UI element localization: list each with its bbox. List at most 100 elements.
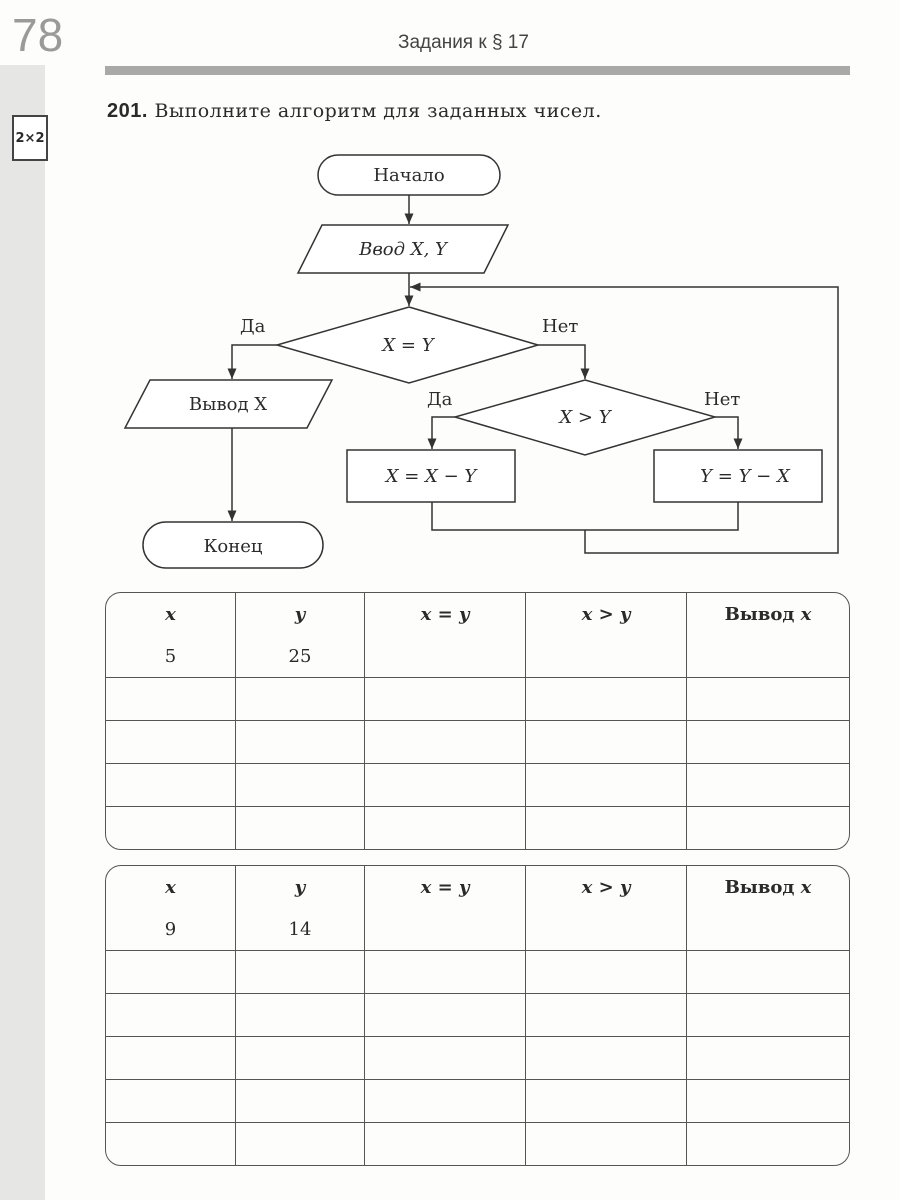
table-cell[interactable] <box>686 635 849 678</box>
table-row <box>106 1079 849 1123</box>
table-cell[interactable] <box>686 677 849 721</box>
table-cell[interactable] <box>235 1036 365 1080</box>
condition-greater <box>452 379 718 456</box>
table-cell[interactable] <box>364 720 526 764</box>
loop-back-line <box>410 282 839 554</box>
table-cell[interactable] <box>235 993 365 1037</box>
table-cell[interactable] <box>525 1079 687 1123</box>
table-cell[interactable] <box>364 763 526 807</box>
table-cell[interactable] <box>235 950 365 994</box>
header-x: x <box>106 593 236 635</box>
condition-greater-label: X > Y <box>557 407 612 428</box>
table-cell[interactable] <box>235 720 365 764</box>
header-output-var: x <box>800 876 812 898</box>
table-cell[interactable] <box>235 1122 365 1165</box>
header-equal: x = y <box>364 593 526 635</box>
merge-line <box>431 502 739 531</box>
table-cell[interactable] <box>364 677 526 721</box>
table-cell[interactable] <box>364 908 526 951</box>
margin-strip <box>0 65 45 1200</box>
table-cell[interactable] <box>686 1079 849 1123</box>
table-header: x y x = y x > y Вывод x <box>106 593 849 635</box>
output-label: Вывод X <box>189 394 267 415</box>
table-cell[interactable] <box>106 993 236 1037</box>
table-cell[interactable] <box>106 720 236 764</box>
table-cell[interactable]: 9 <box>106 908 236 951</box>
header-greater: x > y <box>525 866 687 908</box>
table-cell[interactable] <box>364 993 526 1037</box>
table-row <box>106 763 849 807</box>
pair-work-badge: 2×2 <box>12 115 48 161</box>
header-output-label: Вывод <box>724 876 795 898</box>
table-cell[interactable] <box>525 720 687 764</box>
table-cell[interactable] <box>364 950 526 994</box>
input-label: Ввод X, Y <box>358 239 449 260</box>
assign-y-label: Y = Y − X <box>700 466 791 487</box>
table-cell[interactable] <box>364 1079 526 1123</box>
table-cell[interactable] <box>686 1122 849 1165</box>
table-cell[interactable] <box>364 806 526 849</box>
table-cell[interactable] <box>686 908 849 951</box>
yes-label: Да <box>240 316 266 337</box>
table-cell[interactable] <box>235 763 365 807</box>
no-label: Нет <box>542 316 578 337</box>
assign-x-block <box>346 449 516 503</box>
table-cell[interactable]: 25 <box>235 635 365 678</box>
table-cell[interactable] <box>106 1122 236 1165</box>
table-cell[interactable] <box>525 950 687 994</box>
table-cell[interactable] <box>686 806 849 849</box>
table-cell[interactable] <box>106 763 236 807</box>
table-cell[interactable] <box>364 1122 526 1165</box>
table-row <box>106 1036 849 1080</box>
header-equal: x = y <box>364 866 526 908</box>
table-cell[interactable] <box>364 1036 526 1080</box>
table-cell[interactable] <box>235 806 365 849</box>
running-head: Задания к § 17 <box>398 32 529 53</box>
arrow-no <box>538 344 590 379</box>
table-header: x y x = y x > y Вывод x <box>106 866 849 908</box>
input-block <box>296 224 510 274</box>
table-row <box>106 950 849 994</box>
header-y: y <box>235 866 365 908</box>
arrow-no <box>715 416 743 449</box>
assign-x-label: X = X − Y <box>384 466 479 487</box>
table-cell[interactable]: 14 <box>235 908 365 951</box>
table-cell[interactable] <box>525 635 687 678</box>
table-cell[interactable] <box>525 1122 687 1165</box>
table-row <box>106 1122 849 1165</box>
end-label: Конец <box>204 536 263 557</box>
table-cell[interactable] <box>106 806 236 849</box>
table-cell[interactable] <box>525 763 687 807</box>
table-cell[interactable] <box>106 677 236 721</box>
header-output: Вывод x <box>686 866 849 908</box>
header-x: x <box>106 866 236 908</box>
table-cell[interactable] <box>686 720 849 764</box>
table-cell[interactable] <box>525 677 687 721</box>
table-cell[interactable] <box>235 1079 365 1123</box>
table-cell[interactable] <box>686 763 849 807</box>
table-cell[interactable] <box>106 950 236 994</box>
table-cell[interactable] <box>525 908 687 951</box>
condition-equal <box>274 306 541 384</box>
end-terminal <box>142 521 324 569</box>
table-cell[interactable] <box>106 1079 236 1123</box>
table-cell[interactable] <box>525 993 687 1037</box>
table-row <box>106 677 849 721</box>
header-greater: x > y <box>525 593 687 635</box>
table-cell[interactable] <box>686 950 849 994</box>
table-cell[interactable] <box>525 1036 687 1080</box>
table-cell[interactable] <box>364 635 526 678</box>
table-cell[interactable] <box>525 806 687 849</box>
table-cell[interactable] <box>686 1036 849 1080</box>
table-cell[interactable] <box>106 1036 236 1080</box>
table-row <box>106 993 849 1037</box>
table-cell[interactable] <box>235 677 365 721</box>
table-cell[interactable]: 5 <box>106 635 236 678</box>
condition-equal-label: X = Y <box>380 335 435 356</box>
table-cell[interactable] <box>686 993 849 1037</box>
header-rule <box>105 66 850 75</box>
